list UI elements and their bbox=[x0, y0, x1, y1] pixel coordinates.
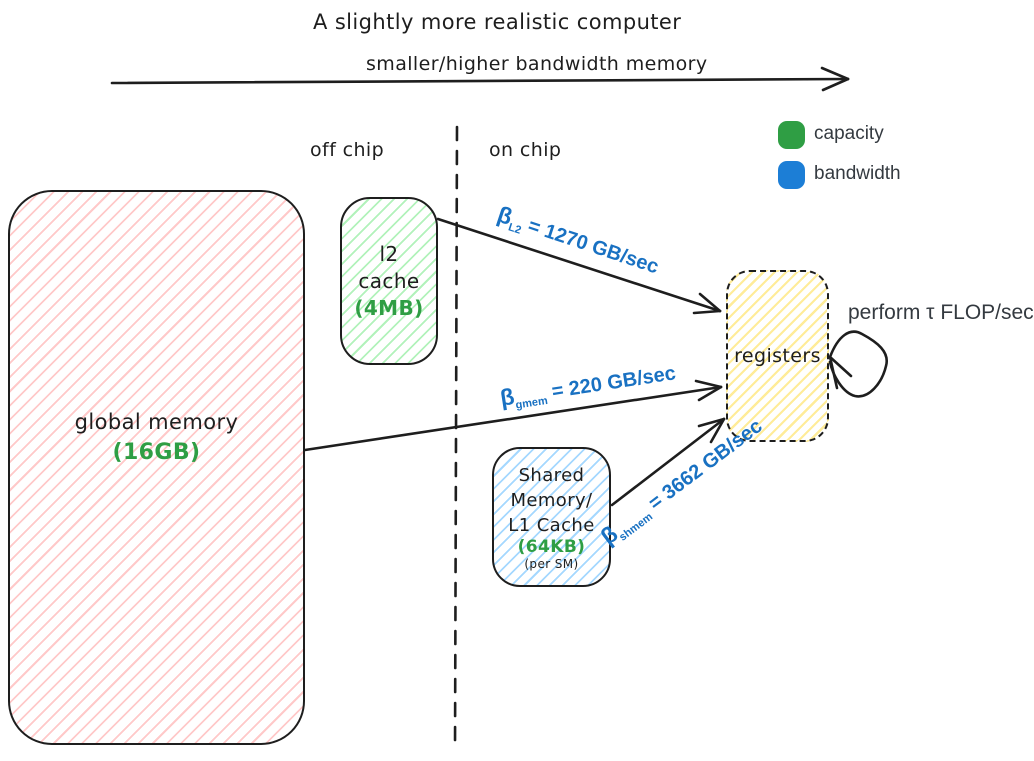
l2-cache-name-line1: l2 bbox=[379, 241, 399, 266]
off-chip-label: off chip bbox=[310, 139, 385, 161]
l2-cache-capacity: (4MB) bbox=[354, 295, 424, 320]
global-memory-node: global memory (16GB) bbox=[8, 190, 305, 745]
shared-memory-name-line3: L1 Cache bbox=[508, 515, 595, 537]
shmem-bandwidth-value: = 3662 GB/sec bbox=[644, 415, 767, 515]
global-memory-capacity: (16GB) bbox=[112, 440, 201, 465]
shmem-beta-subscript: shmem bbox=[617, 510, 656, 544]
l2-cache-name-line2: cache bbox=[358, 268, 420, 293]
l2-bandwidth-label: βL2 = 1270 GB/sec bbox=[493, 201, 662, 281]
on-chip-label: on chip bbox=[489, 139, 562, 161]
shared-memory-capacity: (64KB) bbox=[517, 537, 586, 558]
capacity-swatch-icon bbox=[778, 121, 805, 149]
global-memory-name: global memory bbox=[74, 410, 239, 434]
gmem-beta-symbol: β bbox=[498, 382, 517, 411]
shared-memory-node: Shared Memory/ L1 Cache (64KB) (per SM) bbox=[492, 447, 611, 587]
gmem-beta-subscript: gmem bbox=[514, 394, 549, 412]
legend-capacity-label: capacity bbox=[814, 123, 884, 144]
legend-bandwidth-label: bandwidth bbox=[814, 163, 901, 184]
shmem-bandwidth-label: βshmem = 3662 GB/sec bbox=[596, 412, 769, 552]
chip-boundary-divider bbox=[453, 125, 459, 752]
diagram-subtitle: smaller/higher bandwidth memory bbox=[366, 53, 708, 75]
l2-cache-node: l2 cache (4MB) bbox=[340, 197, 438, 365]
registers-name: registers bbox=[734, 345, 821, 367]
registers-node: registers bbox=[726, 270, 829, 442]
l2-bandwidth-value: = 1270 GB/sec bbox=[525, 214, 662, 279]
compute-self-loop-arrow bbox=[828, 330, 889, 398]
shared-memory-name-line2: Memory/ bbox=[510, 490, 593, 512]
gmem-bandwidth-value: = 220 GB/sec bbox=[550, 362, 678, 403]
compute-rate-label: perform τ FLOP/sec bbox=[848, 301, 1034, 324]
bandwidth-swatch-icon bbox=[778, 161, 805, 189]
l2-beta-subscript: L2 bbox=[506, 221, 523, 237]
diagram-title: A slightly more realistic computer bbox=[313, 10, 682, 34]
shared-memory-note: (per SM) bbox=[524, 556, 579, 571]
shared-memory-name-line1: Shared bbox=[518, 464, 585, 486]
gmem-bandwidth-label: βgmem = 220 GB/sec bbox=[498, 358, 677, 413]
